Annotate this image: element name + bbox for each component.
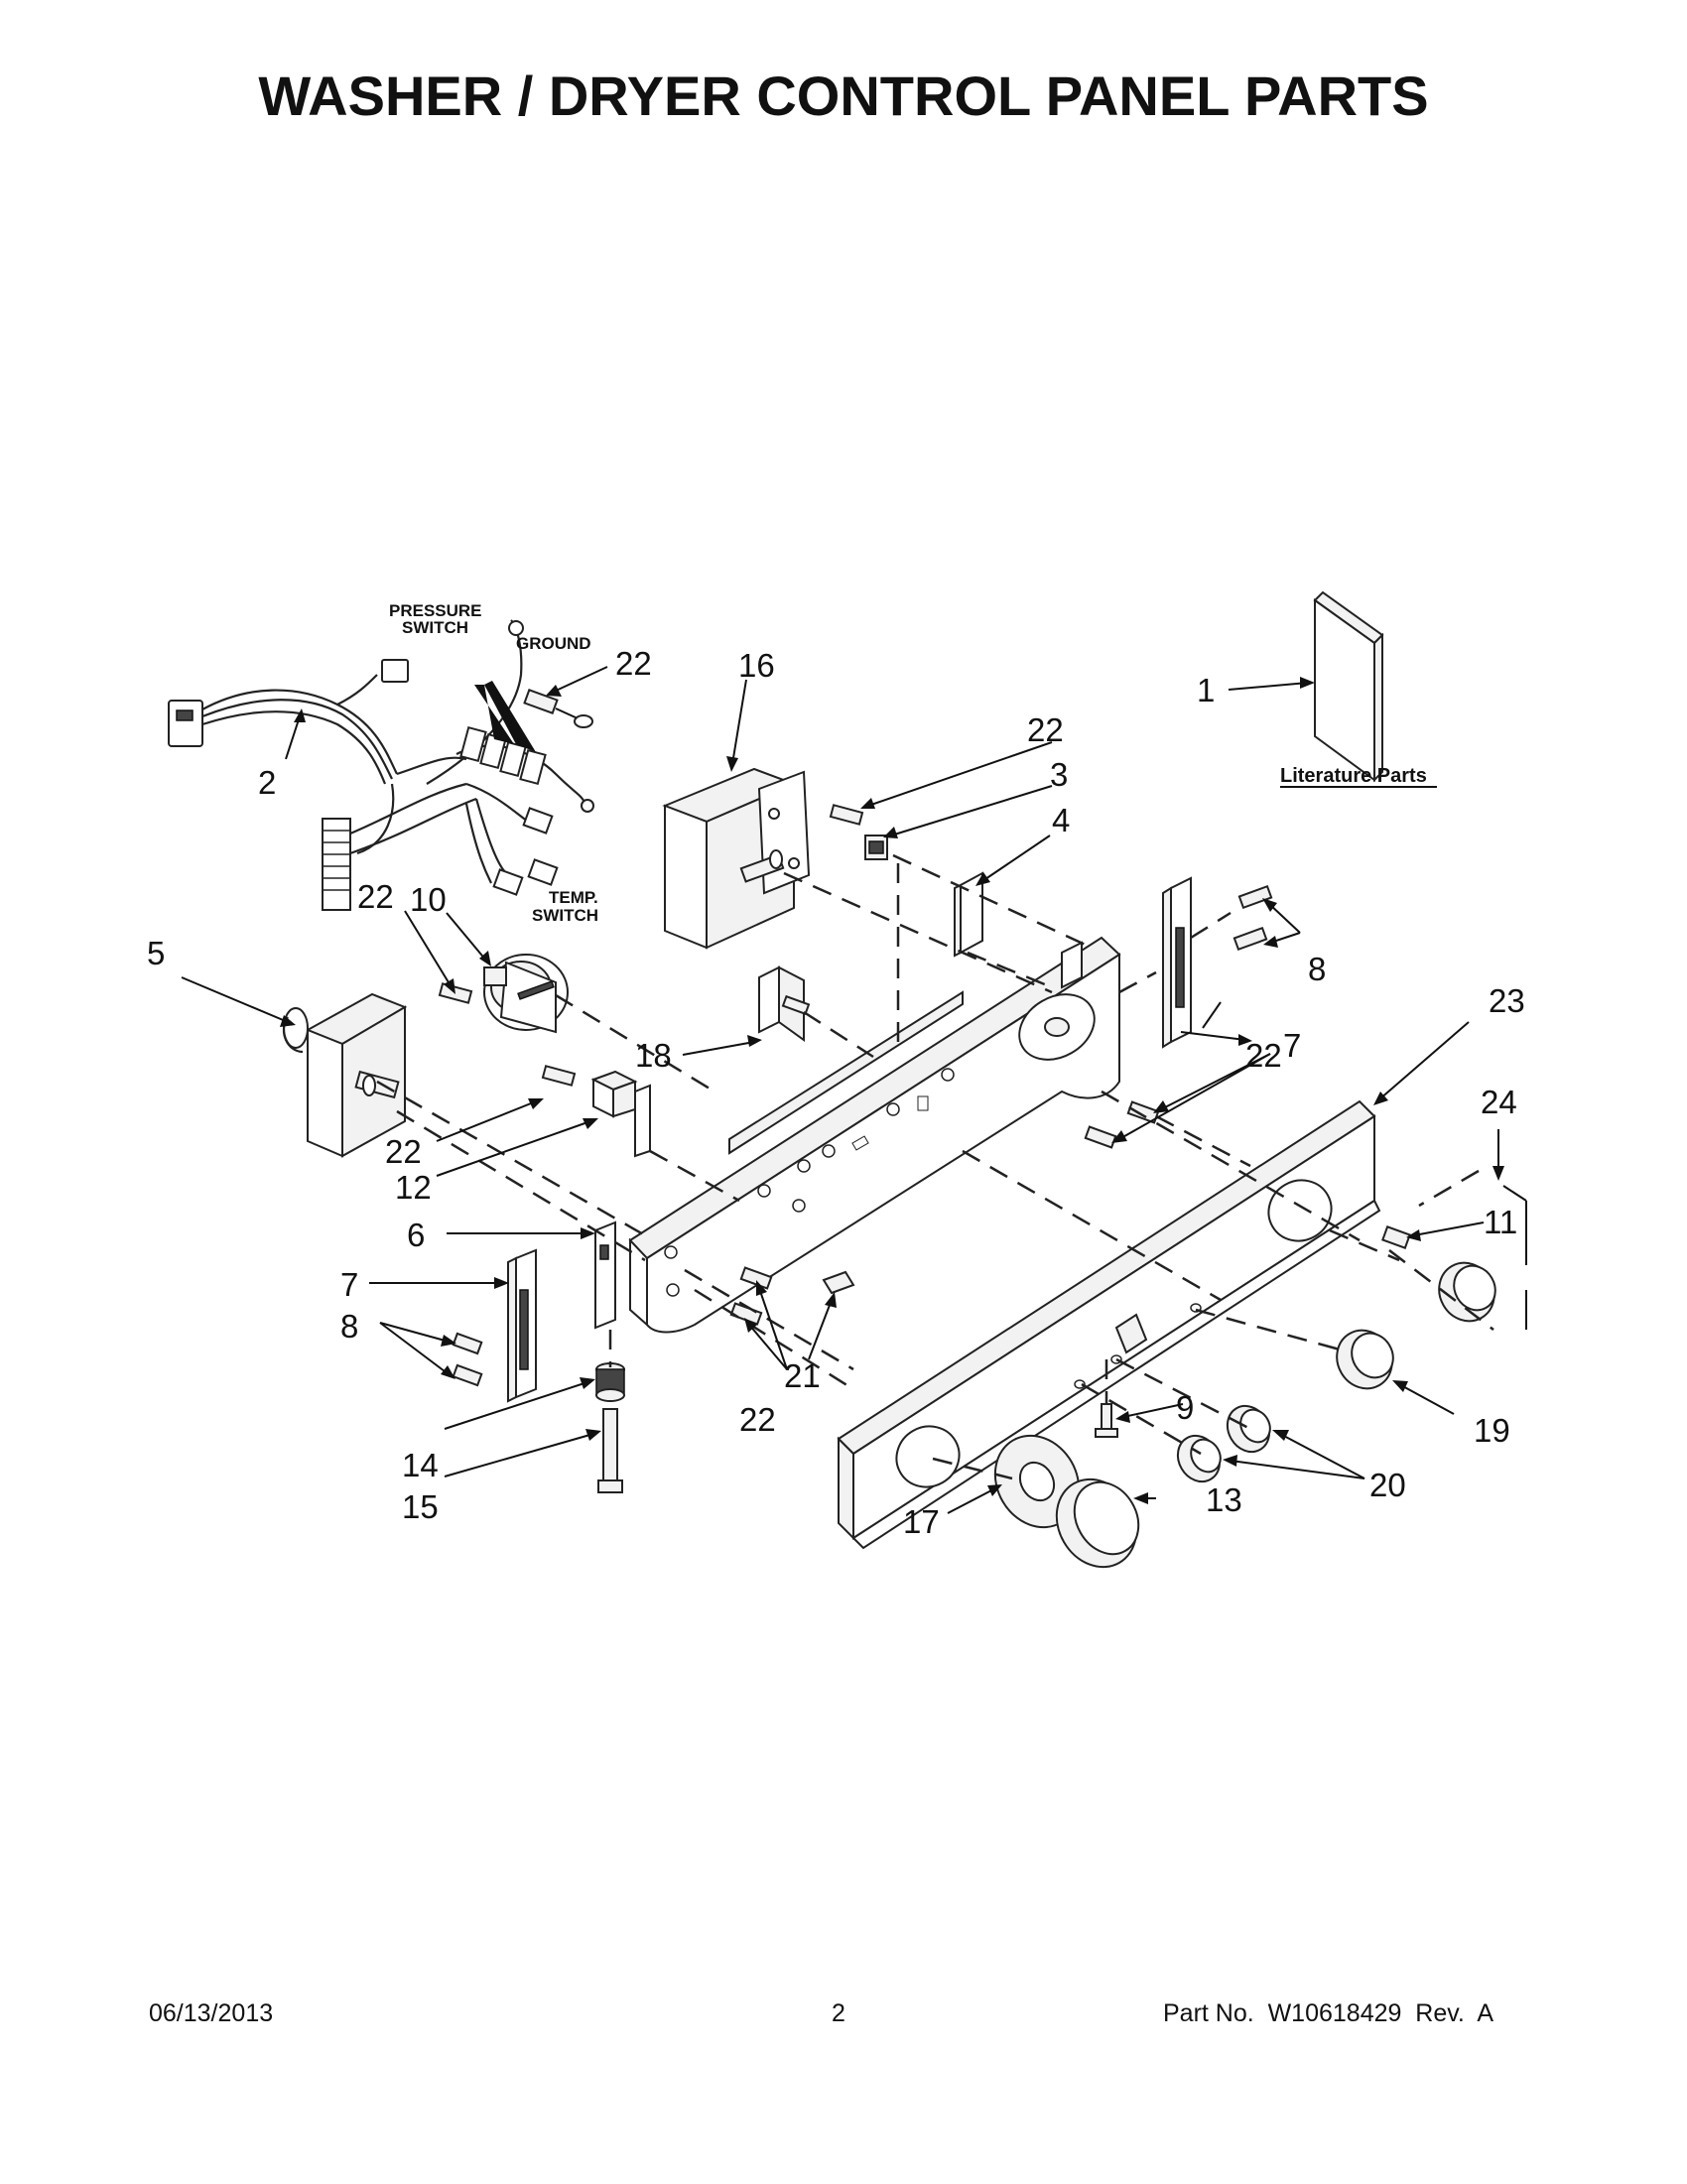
callout-8-lower: 8 bbox=[340, 1308, 358, 1345]
plug-part-11-icon bbox=[1381, 1225, 1411, 1249]
callout-23: 23 bbox=[1489, 982, 1525, 1019]
assembly-dash-lines bbox=[376, 853, 1494, 1480]
selector-switch-part-5-icon bbox=[282, 992, 408, 1158]
literature-book-icon bbox=[1313, 590, 1384, 783]
callout-21: 21 bbox=[784, 1357, 821, 1394]
ground-label: GROUND bbox=[516, 634, 591, 653]
literature-parts-label: Literature Parts bbox=[1280, 765, 1427, 787]
callout-19: 19 bbox=[1474, 1412, 1510, 1449]
callout-22-mid-left: 22 bbox=[385, 1133, 422, 1170]
screws-part-8-upper-icon bbox=[1233, 884, 1273, 952]
badge-part-24-icon bbox=[1502, 1185, 1527, 1330]
switch-part-12-icon bbox=[590, 1070, 651, 1158]
ground-screw-icon bbox=[523, 689, 593, 728]
control-panel-part-23-icon bbox=[837, 1099, 1381, 1550]
knob-part-19-upper-icon bbox=[1438, 1261, 1496, 1323]
console-bracket-icon bbox=[628, 936, 1121, 1334]
callout-12: 12 bbox=[395, 1169, 432, 1206]
callout-7-lower: 7 bbox=[340, 1266, 358, 1303]
callout-4: 4 bbox=[1052, 802, 1070, 838]
callout-7-upper: 7 bbox=[1283, 1027, 1301, 1064]
callout-3: 3 bbox=[1050, 756, 1068, 793]
callout-11: 11 bbox=[1484, 1204, 1517, 1240]
clip-part-6-icon bbox=[594, 1220, 616, 1330]
spring-part-14-icon bbox=[595, 1362, 625, 1402]
pressure-switch-part-10-icon bbox=[483, 954, 569, 1034]
wire-harness-icon bbox=[168, 619, 594, 911]
callout-17: 17 bbox=[903, 1503, 940, 1540]
callout-2: 2 bbox=[258, 764, 276, 801]
callout-14: 14 bbox=[402, 1447, 439, 1483]
callout-22-right: 22 bbox=[1245, 1037, 1282, 1074]
footer-date: 06/13/2013 bbox=[149, 1999, 274, 2027]
callout-10: 10 bbox=[410, 881, 447, 918]
callout-22-left: 22 bbox=[357, 878, 394, 915]
knob-part-20-lower-icon bbox=[1176, 1434, 1222, 1483]
footer-page-number: 2 bbox=[832, 1999, 845, 2027]
callout-13: 13 bbox=[1206, 1481, 1242, 1518]
leader-arrows bbox=[181, 666, 1504, 1514]
screws-part-8-lower-icon bbox=[452, 1332, 483, 1387]
callout-22-upper-right: 22 bbox=[1027, 711, 1064, 748]
knob-part-19-icon bbox=[1336, 1329, 1394, 1390]
knob-part-20-upper-icon bbox=[1226, 1404, 1271, 1454]
page-title: WASHER / DRYER CONTROL PANEL PARTS bbox=[258, 64, 1429, 127]
footer-part-number: Part No. W10618429 Rev. A bbox=[1163, 1999, 1494, 2027]
screw-22-left-icon bbox=[438, 982, 473, 1004]
callout-22-top: 22 bbox=[615, 645, 652, 682]
callout-22-bottom: 22 bbox=[739, 1401, 776, 1438]
callout-24: 24 bbox=[1481, 1084, 1517, 1120]
callout-8-upper: 8 bbox=[1308, 951, 1326, 987]
end-bracket-part-7-lower-icon bbox=[507, 1248, 537, 1403]
screw-part-15-icon bbox=[597, 1408, 623, 1493]
knob-part-13-icon bbox=[1055, 1477, 1140, 1569]
callout-20: 20 bbox=[1369, 1467, 1406, 1503]
pressure-switch-label-line2: SWITCH bbox=[402, 618, 468, 637]
screw-22-mid-left-icon bbox=[541, 1065, 577, 1087]
callout-5: 5 bbox=[147, 935, 165, 971]
callout-16: 16 bbox=[738, 647, 775, 684]
end-bracket-part-7-upper-icon bbox=[1162, 876, 1192, 1049]
clip-part-21-icon bbox=[822, 1270, 855, 1295]
callout-1: 1 bbox=[1197, 672, 1215, 708]
callout-6: 6 bbox=[407, 1217, 425, 1253]
control-timer-box-icon bbox=[662, 767, 811, 950]
callout-9: 9 bbox=[1176, 1389, 1194, 1426]
temp-switch-label-line1: TEMP. bbox=[549, 888, 598, 907]
pressure-switch-label-line1: PRESSURE bbox=[389, 601, 482, 620]
screw-22-upper-icon bbox=[829, 804, 864, 826]
pressure-switch-connectors-icon bbox=[459, 725, 547, 786]
switch-part-3-icon bbox=[864, 835, 888, 860]
screw-part-9-icon bbox=[1095, 1403, 1118, 1438]
switch-part-18-icon bbox=[758, 965, 811, 1042]
callout-18: 18 bbox=[635, 1037, 672, 1074]
temp-switch-label-line2: SWITCH bbox=[532, 906, 598, 925]
callout-15: 15 bbox=[402, 1488, 439, 1525]
